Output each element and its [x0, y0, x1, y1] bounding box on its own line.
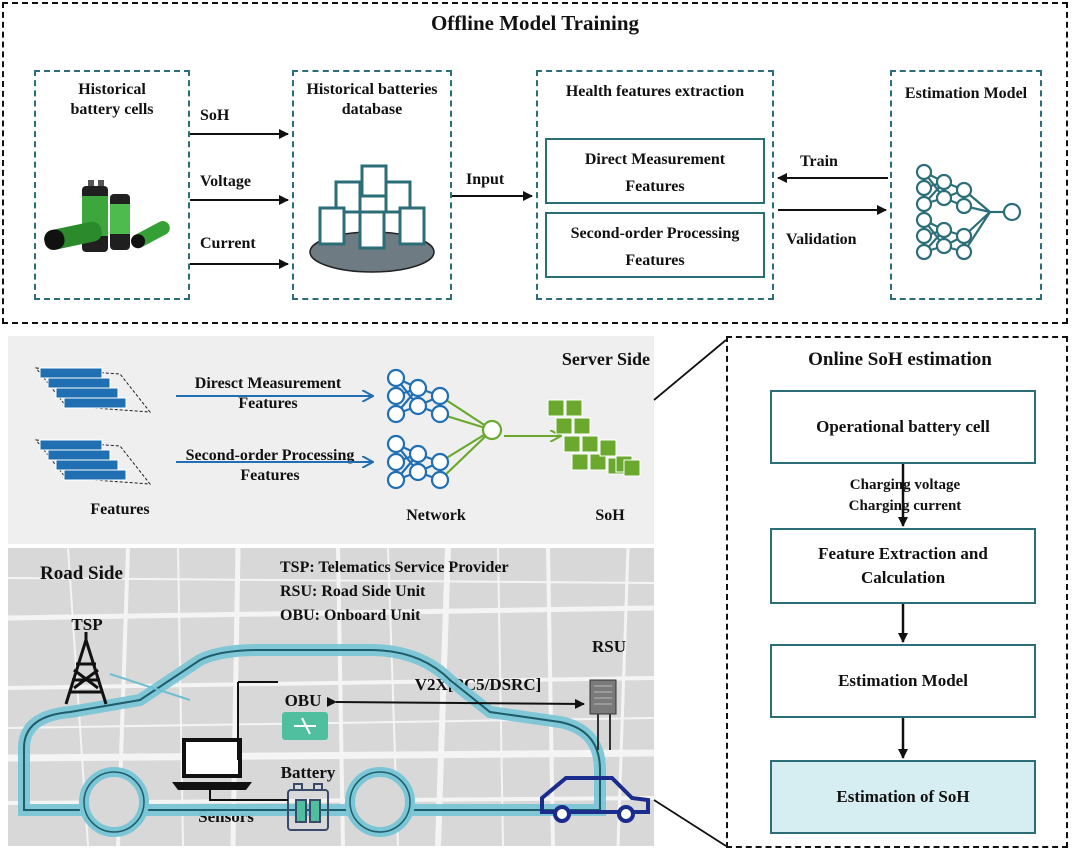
battery-label: Battery — [280, 763, 336, 782]
step-estimation-model-label: Estimation Model — [838, 671, 968, 690]
zoom-connector — [653, 339, 727, 847]
sensors-label: Sensors — [198, 807, 254, 826]
v2x-label: V2X[PC5/DSRC] — [414, 675, 542, 694]
server-second-label: Second-order Processing Features — [185, 447, 355, 484]
arrow-label-current: Current — [200, 235, 256, 252]
historical-cells-box — [34, 70, 190, 300]
step-feature-extraction — [770, 528, 1036, 604]
step-estimation-soh — [770, 760, 1036, 834]
online-estimation-region — [726, 336, 1068, 848]
legend-obu: OBU: Onboard Unit — [280, 607, 421, 624]
second-features-box — [545, 212, 765, 278]
server-side-title: Server Side — [561, 349, 650, 369]
server-soh-label: SoH — [595, 507, 625, 524]
server-network-label: Network — [406, 507, 466, 524]
offline-title: Offline Model Training — [430, 11, 640, 35]
direct-features-box — [545, 138, 765, 204]
legend-rsu: RSU: Road Side Unit — [280, 583, 426, 600]
database-label: Historical batteries database — [306, 81, 438, 118]
arrow-label-input: Input — [466, 171, 505, 188]
obu-label: OBU — [284, 691, 322, 710]
arrow-label-train: Train — [800, 153, 838, 170]
charging-current-label: Charging current — [848, 498, 962, 514]
server-features-label: Features — [90, 501, 150, 518]
step-feature-extraction-label: Feature Extraction and Calculation — [818, 544, 988, 587]
health-features-label: Health features extraction — [565, 83, 745, 100]
direct-features-label: Direct Measurement Features — [584, 151, 726, 196]
tsp-label: TSP — [71, 615, 103, 634]
database-box — [292, 70, 452, 300]
health-features-box — [536, 70, 774, 300]
legend-tsp: TSP: Telematics Service Provider — [280, 559, 509, 576]
step-estimation-soh-label: Estimation of SoH — [836, 787, 970, 806]
step-estimation-model — [770, 644, 1036, 718]
charging-voltage-label: Charging voltage — [849, 477, 961, 493]
offline-training-region — [2, 2, 1068, 324]
rsu-label: RSU — [591, 637, 626, 656]
online-title: Online SoH estimation — [808, 349, 992, 370]
historical-cells-label: Historical battery cells — [70, 81, 154, 118]
estimation-model-label: Estimation Model — [904, 85, 1028, 102]
road-side-title: Road Side — [40, 563, 123, 584]
step-operational-cell — [770, 390, 1036, 464]
arrow-label-voltage: Voltage — [200, 173, 251, 190]
estimation-model-box — [890, 70, 1042, 300]
step-operational-cell-label: Operational battery cell — [816, 417, 990, 436]
arrow-label-soh: SoH — [200, 107, 230, 124]
server-direct-label: Diresct Measurement Features — [194, 375, 342, 412]
second-features-label: Second-order Processing Features — [570, 225, 740, 270]
arrow-label-validation: Validation — [786, 231, 857, 248]
